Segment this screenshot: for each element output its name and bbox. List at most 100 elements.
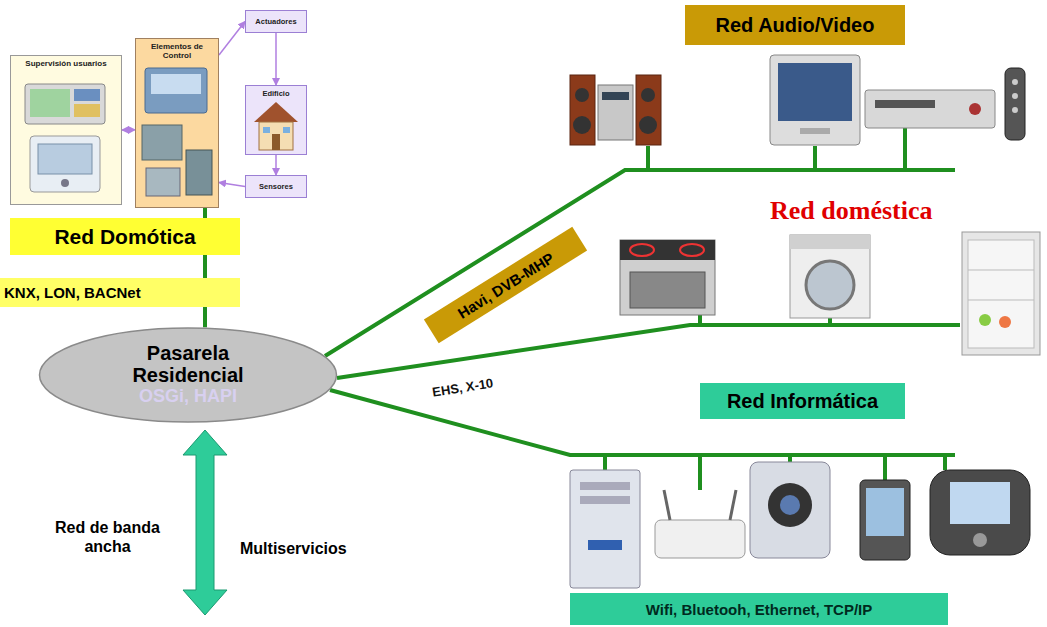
supervision-panel xyxy=(74,104,100,117)
service-label: Multiservicios xyxy=(240,540,347,558)
dvd-picture xyxy=(865,90,995,128)
dvd-picture xyxy=(1012,93,1018,99)
network-wire xyxy=(337,325,960,378)
stereo-picture xyxy=(641,88,655,102)
tv-picture xyxy=(770,55,860,145)
connector xyxy=(122,129,135,131)
panel-box: Elementos de Control xyxy=(135,38,219,208)
washer-picture xyxy=(790,235,870,318)
box-label: Sensores xyxy=(259,182,293,191)
stereo-picture xyxy=(602,92,629,100)
panel-box: Supervisión usuarios xyxy=(10,55,122,205)
building-picture xyxy=(272,134,280,150)
supervision-panel xyxy=(25,84,105,124)
network-band: Red Audio/Video xyxy=(685,5,905,45)
protocol-band: Havi, DVB-MHP xyxy=(423,227,586,343)
fridge-picture xyxy=(999,316,1011,328)
pc-picture xyxy=(580,496,630,504)
box-title: Elementos de Control xyxy=(140,42,214,60)
pc-picture xyxy=(570,470,640,588)
router-picture xyxy=(655,490,745,558)
camera-picture xyxy=(750,462,830,558)
tv-picture xyxy=(770,55,860,145)
connector xyxy=(275,155,277,175)
box-label: Actuadores xyxy=(255,17,296,26)
process-box: Edificio xyxy=(245,85,307,155)
pc-picture xyxy=(570,470,640,588)
network-wire xyxy=(330,390,955,455)
phone-picture xyxy=(930,470,1030,555)
band-label: Havi, DVB-MHP xyxy=(454,249,556,322)
fridge-picture xyxy=(979,314,991,326)
dvd-picture xyxy=(875,100,935,108)
connector xyxy=(219,22,245,56)
supervision-panel xyxy=(74,89,100,101)
broadband-arrow xyxy=(183,430,227,615)
box-label: Edificio xyxy=(262,89,289,98)
fridge-picture xyxy=(968,270,1034,271)
router-picture xyxy=(655,520,745,558)
building-picture xyxy=(283,127,290,133)
building-picture xyxy=(245,85,307,155)
fridge-picture xyxy=(968,300,1034,301)
stereo-picture xyxy=(598,85,633,140)
dvd-picture xyxy=(865,68,1025,140)
washer-picture xyxy=(806,261,854,309)
dvd-picture xyxy=(969,103,981,115)
fridge-picture xyxy=(962,232,1040,355)
connector xyxy=(203,255,207,278)
supervision-panel xyxy=(10,55,122,205)
connector xyxy=(219,183,245,187)
network-band: Red Domótica xyxy=(10,218,240,255)
stereo-picture xyxy=(636,75,661,145)
tv-picture xyxy=(800,128,830,134)
band-label: Red Informática xyxy=(727,390,878,413)
controller-panel xyxy=(151,74,201,94)
connector xyxy=(275,33,277,85)
building-picture xyxy=(254,102,298,122)
pda-picture xyxy=(866,488,904,536)
router-picture xyxy=(730,490,736,520)
stereo-picture xyxy=(639,116,657,134)
pda-picture xyxy=(860,480,910,560)
connector xyxy=(203,307,207,327)
dvd-picture xyxy=(1012,79,1018,85)
stereo-picture xyxy=(570,75,595,145)
stove-picture xyxy=(620,240,715,260)
protocol-label: EHS, X-10 xyxy=(431,375,494,399)
pc-picture xyxy=(580,482,630,490)
protocol-band: KNX, LON, BACNet xyxy=(0,278,240,307)
gateway-label: Pasarela Residencial xyxy=(101,342,276,386)
building-picture xyxy=(245,85,307,155)
gateway-outline xyxy=(40,328,337,422)
stove-picture xyxy=(620,240,715,315)
process-box: Sensores xyxy=(245,175,307,198)
stove-picture xyxy=(620,240,715,315)
camera-picture xyxy=(768,483,812,527)
network-label: Red de banda ancha xyxy=(40,518,175,556)
camera-picture xyxy=(780,495,800,515)
washer-picture xyxy=(790,235,870,249)
phone-picture xyxy=(973,533,987,547)
box-title: Supervisión usuarios xyxy=(25,59,106,68)
stereo-picture xyxy=(575,88,589,102)
band-label: KNX, LON, BACNet xyxy=(4,284,141,301)
band-label: Red Domótica xyxy=(54,225,195,249)
phone-picture xyxy=(930,470,1030,555)
tv-picture xyxy=(778,63,852,121)
band-label: Red Audio/Video xyxy=(716,14,875,37)
building-picture xyxy=(263,127,270,133)
pda-picture xyxy=(860,480,910,560)
gateway-ellipse: Pasarela ResidencialOSGi, HAPI xyxy=(38,327,338,423)
stereo-picture xyxy=(573,116,591,134)
stereo-picture xyxy=(570,75,661,145)
stove-picture xyxy=(680,244,704,256)
gateway-label: OSGi, HAPI xyxy=(139,386,237,408)
process-box: Actuadores xyxy=(245,10,307,33)
phone-picture xyxy=(950,482,1010,524)
controller-panel xyxy=(142,125,182,160)
router-picture xyxy=(664,490,670,520)
dvd-picture xyxy=(1012,107,1018,113)
